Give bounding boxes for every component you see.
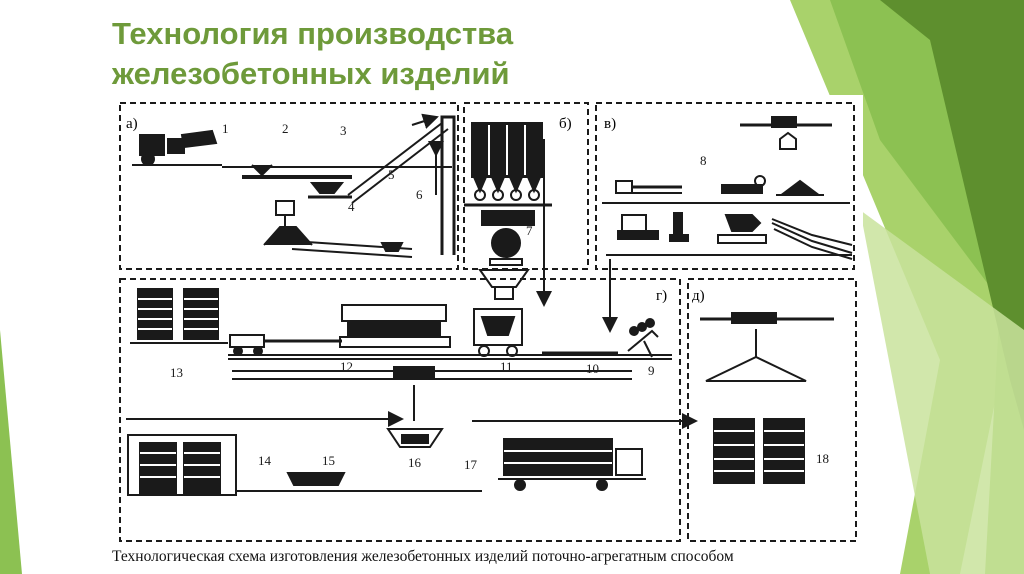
label-12: 12 <box>340 359 353 374</box>
diagram-caption: Технологическая схема изготовления желез… <box>112 548 734 565</box>
label-4: 4 <box>348 199 355 214</box>
section-g-border <box>119 278 681 542</box>
section-d-border <box>687 278 857 542</box>
cement-silos <box>464 122 552 207</box>
diagram-drawing: а) б) в) г) д) <box>119 102 857 542</box>
vibro-table-12 <box>339 304 451 348</box>
curing-stack-14 <box>127 434 237 496</box>
label-7: 7 <box>526 223 533 238</box>
label-1: 1 <box>222 121 229 136</box>
label-14: 14 <box>258 453 272 468</box>
label-8: 8 <box>700 153 707 168</box>
concrete-mixer <box>491 228 521 258</box>
label-3: 3 <box>340 123 347 138</box>
section-v-border <box>595 102 855 270</box>
inclined-conveyor <box>347 122 443 196</box>
label-5: 5 <box>388 167 395 182</box>
title-line-1: Технология производства <box>112 16 514 51</box>
process-diagram: а) б) в) г) д) <box>112 95 863 546</box>
label-17: 17 <box>464 457 478 472</box>
green-corner-left <box>0 330 22 574</box>
green-panel-dark <box>880 0 1024 430</box>
section-a-label: а) <box>126 116 138 132</box>
green-panel-pale <box>860 210 1024 574</box>
label-18: 18 <box>816 451 829 466</box>
product-truck-17 <box>498 438 646 491</box>
concrete-paver-11 <box>473 308 523 357</box>
section-b-label: б) <box>559 116 572 132</box>
label-13: 13 <box>170 365 183 380</box>
label-2: 2 <box>282 121 289 136</box>
section-g-label: г) <box>656 288 667 304</box>
rebar-rack-9 <box>627 318 659 358</box>
dosing-unit <box>481 210 535 226</box>
steam-chamber-16 <box>386 428 444 448</box>
section-v-label: в) <box>604 116 616 132</box>
mold-stack-13 <box>130 288 228 344</box>
label-11: 11 <box>500 359 513 374</box>
transfer-cart <box>229 334 265 348</box>
tank-4 <box>275 200 295 216</box>
bridge-crane <box>393 366 435 378</box>
finishing-post-15 <box>286 472 346 486</box>
label-9: 9 <box>648 363 655 378</box>
title-line-2: железобетонных изделий <box>112 56 510 91</box>
hopper-2 <box>251 164 273 177</box>
hopper-3 <box>309 182 345 194</box>
bucket-elevator <box>440 115 456 255</box>
finished-goods-store <box>700 312 834 484</box>
reinforcement-shop <box>602 116 853 260</box>
label-16: 16 <box>408 455 422 470</box>
label-10: 10 <box>586 361 599 376</box>
crusher-machine <box>132 129 222 166</box>
label-15: 15 <box>322 453 335 468</box>
mixer-hopper <box>478 269 530 288</box>
section-d-label: д) <box>692 288 705 304</box>
section-a-border <box>119 102 459 270</box>
slide-title: Технология производства железобетонных и… <box>112 14 513 94</box>
label-6: 6 <box>416 187 423 202</box>
